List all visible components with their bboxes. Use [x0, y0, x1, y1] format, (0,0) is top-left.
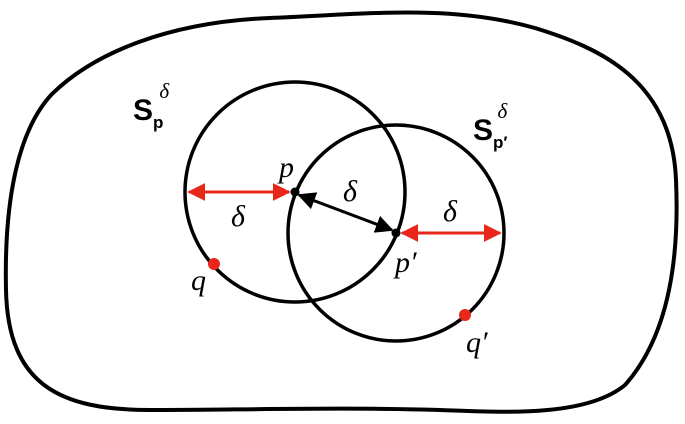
point-q: [208, 258, 220, 270]
point-p-prime: [391, 228, 401, 238]
circle-s-p: [183, 80, 407, 304]
set-label-s-p: Spδ: [133, 79, 170, 132]
delta-label-middle: δ: [343, 175, 358, 208]
outer-region-boundary: [3, 10, 679, 414]
label-q-prime: q′: [466, 326, 488, 359]
label-p: p: [277, 151, 294, 184]
point-p: [290, 187, 300, 197]
delta-label-right: δ: [443, 195, 458, 228]
point-q-prime: [459, 309, 471, 321]
circle-s-p-prime: [286, 123, 506, 343]
distance-arrow-p-p-prime: [297, 192, 394, 233]
delta-label-left: δ: [231, 200, 246, 233]
set-label-s-p-prime: Sp′δ: [473, 99, 508, 152]
label-p-prime: p′: [393, 246, 417, 279]
label-q: q: [191, 264, 206, 297]
